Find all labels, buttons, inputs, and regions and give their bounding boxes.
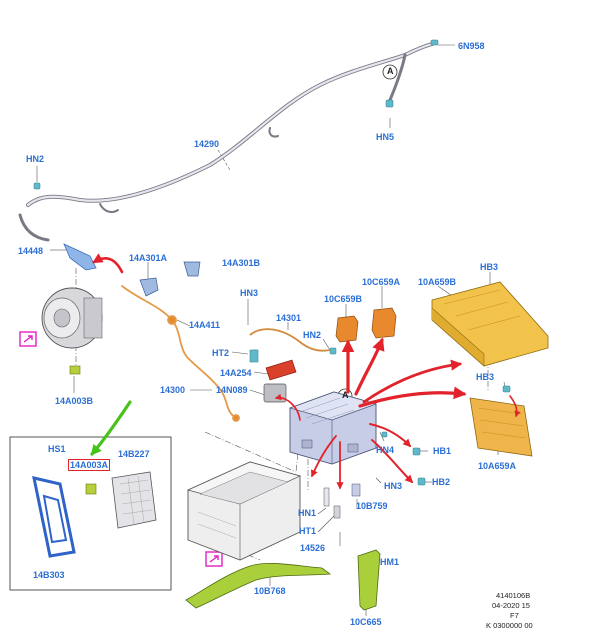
part-label-hb3-top[interactable]: HB3 <box>480 262 499 272</box>
part-label-14b303[interactable]: 14B303 <box>33 570 65 580</box>
part-label-hb1[interactable]: HB1 <box>433 446 452 456</box>
part-label-hb2[interactable]: HB2 <box>432 477 451 487</box>
part-label-14a003a[interactable]: 14A003A <box>67 459 111 471</box>
part-label-10a659b[interactable]: 10A659B <box>418 277 457 287</box>
part-label-14a301b[interactable]: 14A301B <box>222 258 261 268</box>
part-label-6n958[interactable]: 6N958 <box>458 41 485 51</box>
drawing-ref-line2: 04-2020 15 <box>492 601 530 610</box>
part-label-14290[interactable]: 14290 <box>194 139 220 149</box>
part-label-10c659a[interactable]: 10C659A <box>362 277 401 287</box>
compressor-14a003b <box>41 287 103 375</box>
part-label-10c659b[interactable]: 10C659B <box>324 294 363 304</box>
harness-14a411 <box>121 285 240 422</box>
part-ht2 <box>249 349 259 363</box>
part-label-hn4[interactable]: HN4 <box>376 445 395 455</box>
part-label-14300[interactable]: 14300 <box>160 385 186 395</box>
part-label-14a254[interactable]: 14A254 <box>220 368 252 378</box>
part-label-14448[interactable]: 14448 <box>18 246 44 256</box>
part-14a254 <box>265 359 297 381</box>
drawing-ref-line4: K 0300000 00 <box>486 621 533 629</box>
part-label-hn3-bot[interactable]: HN3 <box>384 481 403 491</box>
teal-connectors <box>33 39 511 486</box>
cover-10a659a <box>469 397 533 457</box>
callout-a-bottom: A <box>342 390 349 400</box>
bracket-14448 <box>63 243 97 271</box>
drawing-ref-line3: F7 <box>510 611 519 620</box>
battery-pack <box>288 391 378 465</box>
part-label-14n089[interactable]: 14N089 <box>216 385 248 395</box>
part-label-hm1[interactable]: HM1 <box>380 557 400 567</box>
part-label-14a411[interactable]: 14A411 <box>189 320 221 330</box>
parts-hn1-ht1 <box>323 483 361 519</box>
part-label-10a659a[interactable]: 10A659A <box>478 461 517 471</box>
brackets-14a301 <box>139 261 201 297</box>
part-label-14a003b[interactable]: 14A003B <box>55 396 94 406</box>
harness-14290 <box>18 42 434 242</box>
part-label-hn2-top[interactable]: HN2 <box>26 154 45 164</box>
red-arrows <box>92 253 521 490</box>
inset-box <box>9 436 172 591</box>
part-label-10b759[interactable]: 10B759 <box>356 501 388 511</box>
green-arrow <box>90 400 132 456</box>
part-label-10c665[interactable]: 10C665 <box>350 617 382 627</box>
part-label-hs1[interactable]: HS1 <box>48 444 66 454</box>
part-label-hn3-top[interactable]: HN3 <box>240 288 259 298</box>
part-label-14a301a[interactable]: 14A301A <box>129 253 168 263</box>
part-label-14526[interactable]: 14526 <box>300 543 326 553</box>
shield-10b768 <box>185 563 332 609</box>
part-label-10b768[interactable]: 10B768 <box>254 586 286 596</box>
battery-tray <box>186 461 302 561</box>
part-label-14301[interactable]: 14301 <box>276 313 302 323</box>
part-label-hb3-mid[interactable]: HB3 <box>476 372 495 382</box>
part-label-ht1[interactable]: HT1 <box>299 526 317 536</box>
magenta-icons <box>19 331 223 567</box>
part-label-hn5[interactable]: HN5 <box>376 132 395 142</box>
part-label-hn2-mid[interactable]: HN2 <box>303 330 322 340</box>
cover-10a659b <box>431 281 549 367</box>
drawing-ref-line1: 4140106B <box>496 591 531 600</box>
part-label-hn1[interactable]: HN1 <box>298 508 317 518</box>
blocks-10c659 <box>335 307 397 343</box>
duct-10c665 <box>357 549 381 611</box>
module-14n089 <box>263 383 287 403</box>
part-label-14b227[interactable]: 14B227 <box>118 449 150 459</box>
part-label-ht2[interactable]: HT2 <box>212 348 230 358</box>
harness-14301 <box>249 328 331 352</box>
callout-a-top: A <box>387 66 394 76</box>
